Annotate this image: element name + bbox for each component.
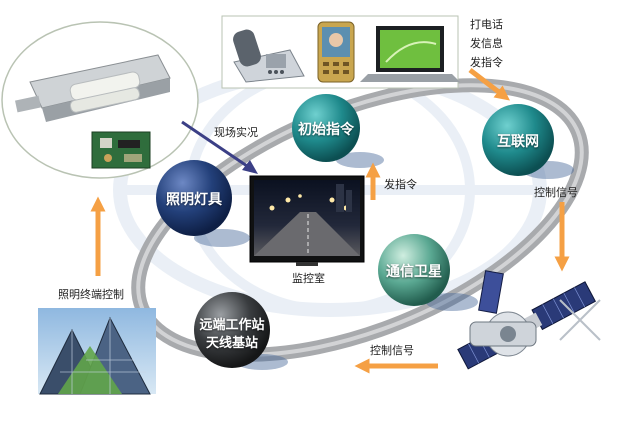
node-satellite xyxy=(378,234,450,306)
label-terminal-control: 照明终端控制 xyxy=(58,288,124,301)
label-remote-station-line2: 天线基站 xyxy=(205,336,258,351)
label-command: 发指令 xyxy=(470,56,503,69)
arrow-live-view xyxy=(181,120,258,174)
laptop-icon xyxy=(360,26,460,82)
mobile-phone-icon xyxy=(317,21,355,83)
label-lighting: 照明灯具 xyxy=(166,192,222,208)
satellite-icon xyxy=(457,270,601,370)
node-initial-command xyxy=(292,94,360,162)
monitor-icon xyxy=(249,175,365,266)
desk-phone-icon xyxy=(233,29,305,83)
circuit-board-icon xyxy=(91,131,151,169)
label-satellite: 通信卫星 xyxy=(386,264,442,280)
arrow-to-internet xyxy=(468,68,510,101)
street-lamp-icon xyxy=(15,54,171,122)
label-control-signal-bottom: 控制信号 xyxy=(370,344,414,357)
label-internet: 互联网 xyxy=(497,134,539,150)
label-monitor-room: 监控室 xyxy=(292,272,325,285)
building-icon xyxy=(38,308,156,395)
label-call: 打电话 xyxy=(470,18,503,31)
node-lighting xyxy=(156,160,232,236)
node-internet xyxy=(482,104,554,176)
label-remote-station-line1: 远端工作站 xyxy=(199,318,265,333)
label-send-command: 发指令 xyxy=(384,178,417,191)
label-message: 发信息 xyxy=(470,37,503,50)
label-control-signal-right: 控制信号 xyxy=(534,186,578,199)
node-remote-station xyxy=(194,292,270,368)
label-initial-command: 初始指令 xyxy=(298,122,354,138)
street-lamp-bubble xyxy=(1,21,199,179)
device-panel xyxy=(221,15,460,89)
label-live-view: 现场实况 xyxy=(214,126,258,139)
